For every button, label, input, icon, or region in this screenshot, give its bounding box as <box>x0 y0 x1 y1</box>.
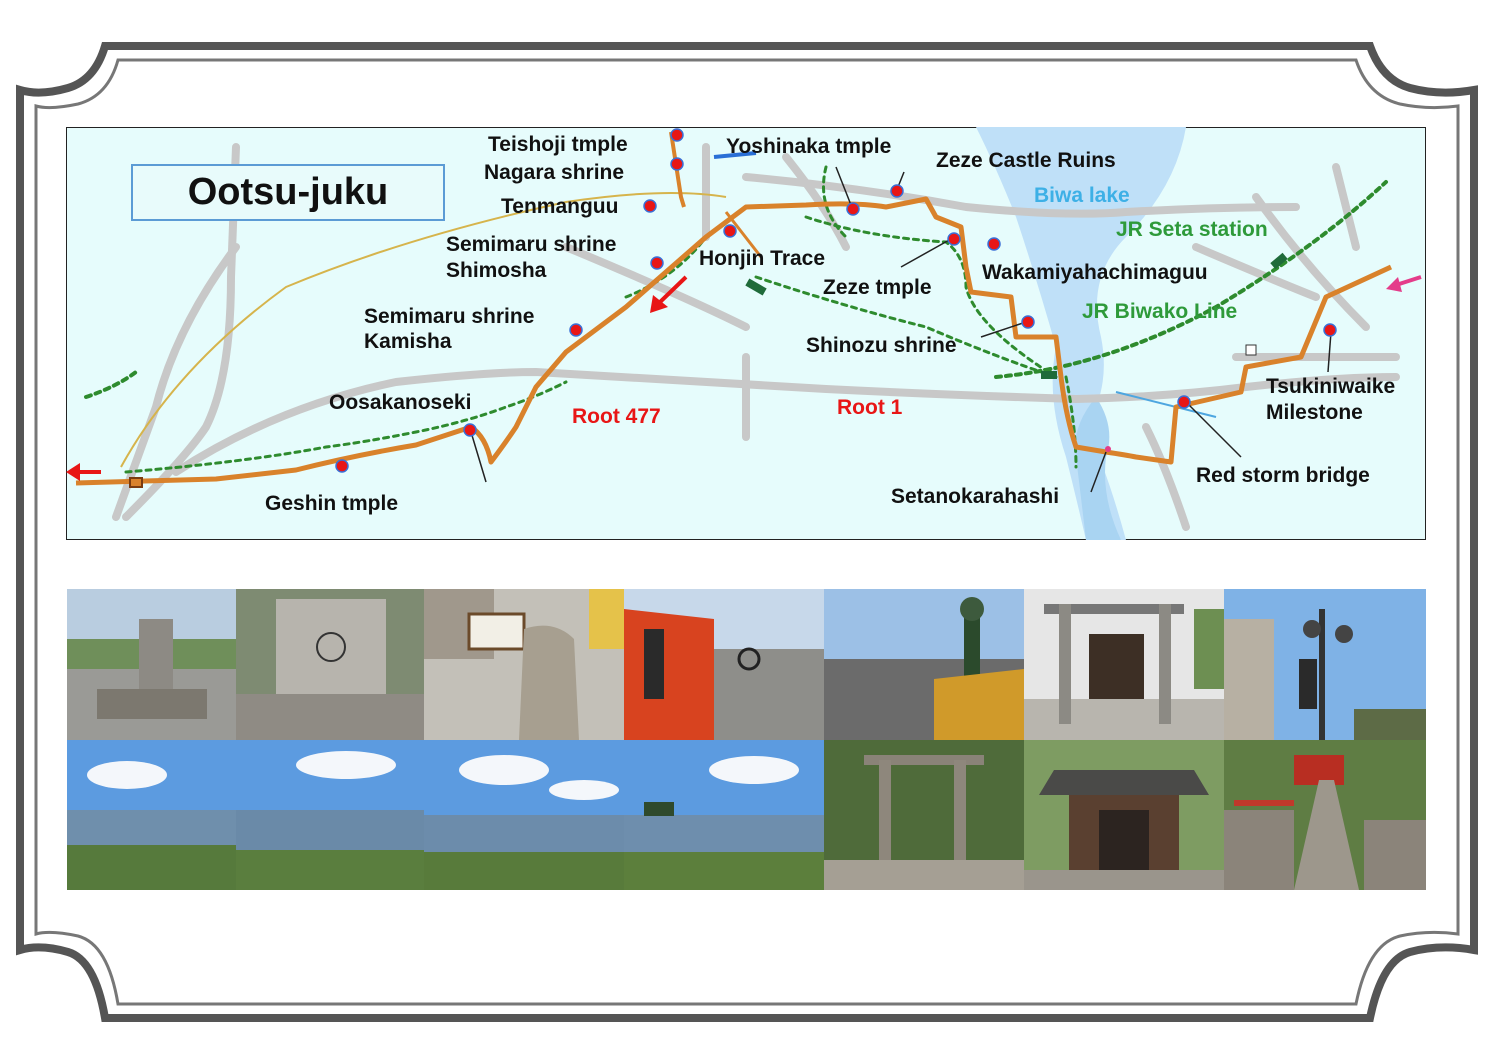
dot-red-storm-bridge <box>1177 395 1191 409</box>
dot-honjin <box>723 224 737 238</box>
dot-oosakanoseki <box>463 423 477 437</box>
label-tsukiniwaike-2: Milestone <box>1266 401 1363 424</box>
station-marker-3 <box>1270 252 1288 270</box>
frame-outer-border <box>16 42 1478 1022</box>
arrow-down-left-icon <box>650 275 688 313</box>
route-spur-honjin <box>724 211 763 258</box>
lake-shape <box>976 127 1186 540</box>
label-semimaru-kamisha-2: Kamisha <box>364 330 452 353</box>
label-semimaru-shimosha-1: Semimaru shrine <box>446 233 616 256</box>
label-wakamiya: Wakamiyahachimaguu <box>982 261 1208 284</box>
label-road-1: Root 1 <box>837 396 903 419</box>
label-tenmanguu: Tenmanguu <box>501 195 618 218</box>
label-rail: JR Biwako Line <box>1082 300 1237 323</box>
label-lake: Biwa lake <box>1034 184 1130 207</box>
label-yoshinaka: Yoshinaka tmple <box>726 135 891 158</box>
label-honjin: Honjin Trace <box>699 247 825 270</box>
photo-grid <box>67 589 1426 890</box>
label-semimaru-kamisha-1: Semimaru shrine <box>364 305 534 328</box>
label-zeze-temple: Zeze tmple <box>823 276 932 299</box>
map-title-box: Ootsu-juku <box>131 164 445 221</box>
label-oosakanoseki: Oosakanoseki <box>329 391 471 414</box>
photo-milestone-stone <box>67 589 236 740</box>
photo-lake-view-3 <box>424 740 624 890</box>
photo-stone-torii <box>824 740 1024 890</box>
stream-blue-1 <box>713 151 757 159</box>
label-road-477: Root 477 <box>572 405 661 428</box>
label-nagara: Nagara shrine <box>484 161 624 184</box>
landmark-dots <box>335 128 1337 473</box>
photo-lake-view-1 <box>67 740 236 890</box>
label-geshin: Geshin tmple <box>265 492 398 515</box>
dot-zeze-temple <box>947 232 961 246</box>
dot-nagara <box>670 157 684 171</box>
dot-wakamiya <box>987 237 1001 251</box>
photo-red-bridge-rail <box>624 589 824 740</box>
label-teishoji: Teishoji tmple <box>488 133 628 156</box>
dot-karahashi <box>1105 446 1111 452</box>
photo-torii-gate <box>1024 589 1224 740</box>
station-marker-1 <box>745 278 767 296</box>
gate-marker <box>129 477 143 488</box>
dot-tsukiniwaike <box>1323 323 1337 337</box>
stream-blue-2 <box>1115 391 1217 418</box>
photo-lake-view-2 <box>236 740 424 890</box>
label-station: JR Seta station <box>1116 218 1268 241</box>
label-tsukiniwaike-1: Tsukiniwaike <box>1266 375 1395 398</box>
dot-teishoji <box>670 128 684 142</box>
photo-stone-monument <box>236 589 424 740</box>
photo-shrine-stairs <box>1224 740 1426 890</box>
lake-lower-channel <box>1075 397 1121 540</box>
arrow-left-icon <box>66 463 101 481</box>
dot-semimaru-shimosha <box>650 256 664 270</box>
map-title: Ootsu-juku <box>187 171 389 213</box>
label-shinozu: Shinozu shrine <box>806 334 957 357</box>
minor-road-yellow <box>120 192 727 468</box>
dot-geshin <box>335 459 349 473</box>
photo-karahashi-bridge <box>824 589 1024 740</box>
photo-temple-gate <box>1024 740 1224 890</box>
photo-lake-view-4 <box>624 740 824 890</box>
dot-yoshinaka <box>846 202 860 216</box>
tokaido-route <box>75 196 1393 486</box>
landmark-labels: Teishoji tmple Nagara shrine Tenmanguu Y… <box>265 133 1395 515</box>
dot-shinozu <box>1021 315 1035 329</box>
dot-zeze-castle <box>890 184 904 198</box>
route-spur-teishoji <box>669 131 686 208</box>
dot-semimaru-kamisha <box>569 323 583 337</box>
arrow-entry-icon <box>1386 275 1422 292</box>
label-zeze-castle: Zeze Castle Ruins <box>936 149 1116 172</box>
photo-oosaka-stone <box>424 589 624 740</box>
station-marker-2 <box>1041 371 1057 379</box>
leader-lines <box>470 166 1332 493</box>
label-setanokarahashi: Setanokarahashi <box>891 485 1059 508</box>
frame-inner-border <box>34 58 1460 1006</box>
label-semimaru-shimosha-2: Shimosha <box>446 259 547 282</box>
rail-lines <box>84 165 1388 474</box>
dot-tenmanguu <box>643 199 657 213</box>
milestone-marker <box>1245 344 1257 356</box>
photo-street-lamp <box>1224 589 1426 740</box>
label-red-storm-bridge: Red storm bridge <box>1196 464 1370 487</box>
